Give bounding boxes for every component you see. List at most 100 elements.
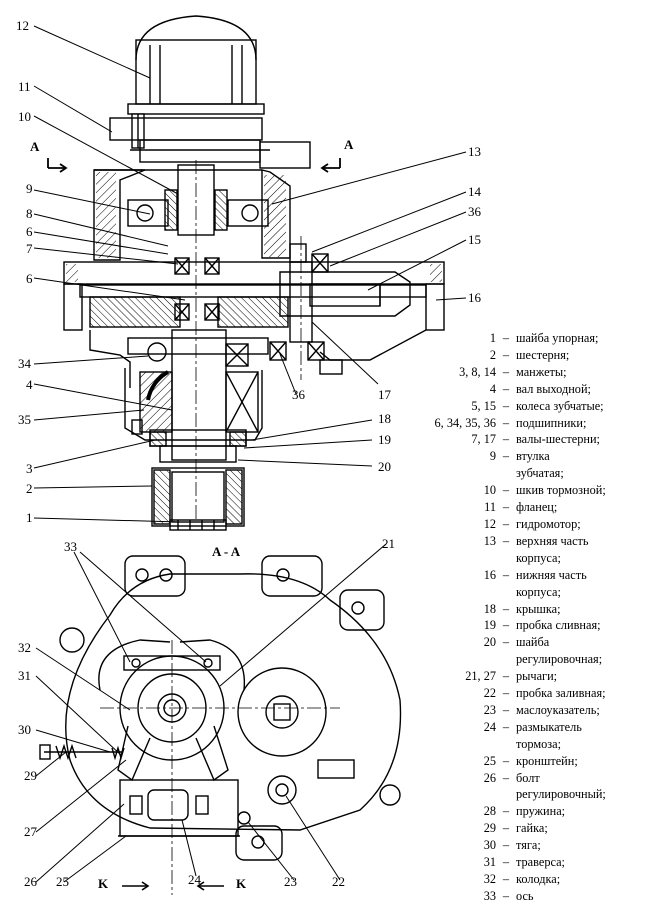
legend-part-name: болт (516, 770, 540, 785)
legend-dash: – (502, 770, 510, 785)
legend-row: 28–пружина; (412, 803, 644, 820)
legend-part-number (412, 786, 496, 803)
legend-row: 2–шестерня; (412, 347, 644, 364)
callout-21: 21 (382, 536, 395, 551)
legend-part-name: тормоза; (516, 736, 561, 751)
legend-dash (496, 550, 516, 567)
legend-dash (496, 651, 516, 668)
section-labels: A A A - A K K (30, 137, 354, 891)
legend-row: 32–колодка; (412, 871, 644, 888)
legend-part-number (412, 465, 496, 482)
legend-part-number: 24 (483, 719, 496, 734)
legend-part-number: 7, 17 (471, 432, 496, 447)
legend-row: 18–крышка; (412, 601, 644, 618)
legend-dash: – (502, 821, 510, 836)
legend-dash: – (502, 381, 510, 396)
legend-part-number: 26 (483, 770, 496, 785)
legend-part-number: 31 (483, 855, 496, 870)
callout-34: 34 (18, 356, 32, 371)
legend-dash: – (502, 804, 510, 819)
legend-dash: – (502, 449, 510, 464)
legend-part-number: 20 (483, 635, 496, 650)
callout-16: 16 (468, 290, 482, 305)
legend-dash: – (502, 364, 510, 379)
legend-dash: – (502, 838, 510, 853)
callout-25: 25 (56, 874, 69, 889)
legend-part-number: 25 (483, 753, 496, 768)
callout-6: 6 (26, 271, 33, 286)
legend-row: 24–размыкатель (412, 719, 644, 736)
callout-13: 13 (468, 144, 481, 159)
legend-part-number: 2 (489, 347, 496, 362)
legend-dash: – (502, 483, 510, 498)
legend-part-name: шестерня; (516, 347, 570, 362)
legend-dash: – (502, 888, 510, 903)
legend-part-name: фланец; (516, 500, 558, 515)
legend-row: корпуса; (412, 550, 644, 567)
legend-row: тормоза; (412, 736, 644, 753)
legend-dash: – (502, 618, 510, 633)
legend-part-name: размыкатель (516, 719, 582, 734)
legend-part-name: вал выходной; (516, 381, 591, 396)
legend-dash (496, 465, 516, 482)
legend-part-number: 19 (483, 618, 496, 633)
section-a-right: A (344, 137, 354, 152)
callout-15: 15 (468, 232, 481, 247)
legend-part-number: 23 (483, 702, 496, 717)
legend-dash: – (502, 686, 510, 701)
legend-part-name: гидромотор; (516, 516, 581, 531)
legend-row: 12–гидромотор; (412, 516, 644, 533)
callout-3: 3 (26, 461, 33, 476)
gear-stage (63, 236, 445, 380)
section-k-right: K (236, 876, 247, 891)
legend-part-number: 22 (483, 686, 496, 701)
callout-22: 22 (332, 874, 345, 889)
legend-part-number: 32 (483, 872, 496, 886)
section-markers (47, 158, 341, 173)
callout-11: 11 (18, 79, 31, 94)
legend-dash: – (502, 601, 510, 616)
legend-part-name: шкив тормозной; (516, 483, 606, 498)
legend-part-number (412, 651, 496, 668)
callout-12: 12 (16, 18, 29, 33)
callout-18: 18 (378, 411, 391, 426)
legend-part-name: гайка; (516, 821, 548, 836)
legend-part-name: пружина; (516, 804, 566, 819)
housing-outline (65, 573, 402, 831)
section-title: A - A (212, 544, 241, 559)
callout-24: 24 (188, 872, 202, 887)
pinion (151, 467, 245, 531)
legend-dash: – (502, 500, 510, 515)
legend-dash: – (502, 415, 510, 430)
legend-part-name: корпуса; (516, 550, 561, 565)
legend-part-name: кронштейн; (516, 753, 578, 768)
legend-part-number: 6, 34, 35, 36 (434, 415, 496, 430)
legend-row: 11–фланец; (412, 499, 644, 516)
legend-part-name: шайба (516, 635, 550, 650)
legend-row: 23–маслоуказатель; (412, 702, 644, 719)
legend-part-number: 9 (489, 449, 496, 464)
legend-part-number: 16 (483, 567, 496, 582)
legend-row: 33–ось (412, 888, 644, 905)
legend-dash: – (502, 719, 510, 734)
legend-row: регулировочный; (412, 786, 644, 803)
callout-26: 26 (24, 874, 38, 889)
legend-part-name: верхняя часть (516, 533, 589, 548)
legend-row: 21, 27–рычаги; (412, 668, 644, 685)
legend-part-name: валы-шестерни; (516, 432, 600, 447)
legend-part-name: пробка заливная; (516, 686, 606, 701)
legend-dash: – (502, 432, 510, 447)
legend-part-name: траверса; (516, 855, 565, 870)
legend-part-number: 21, 27 (465, 669, 496, 684)
callout-7: 7 (26, 241, 33, 256)
callout-27: 27 (24, 824, 38, 839)
callout-35: 35 (18, 412, 31, 427)
legend-dash: – (502, 331, 510, 345)
legend-dash: – (502, 872, 510, 886)
legend-dash: – (502, 533, 510, 548)
legend-part-name: зубчатая; (516, 466, 564, 481)
leader-lines (33, 25, 467, 883)
legend-part-number: 29 (483, 821, 496, 836)
sectional-view (47, 15, 445, 531)
callout-labels: 12 11 10 9 8 6 7 6 34 4 35 3 2 1 13 14 3… (16, 18, 482, 889)
